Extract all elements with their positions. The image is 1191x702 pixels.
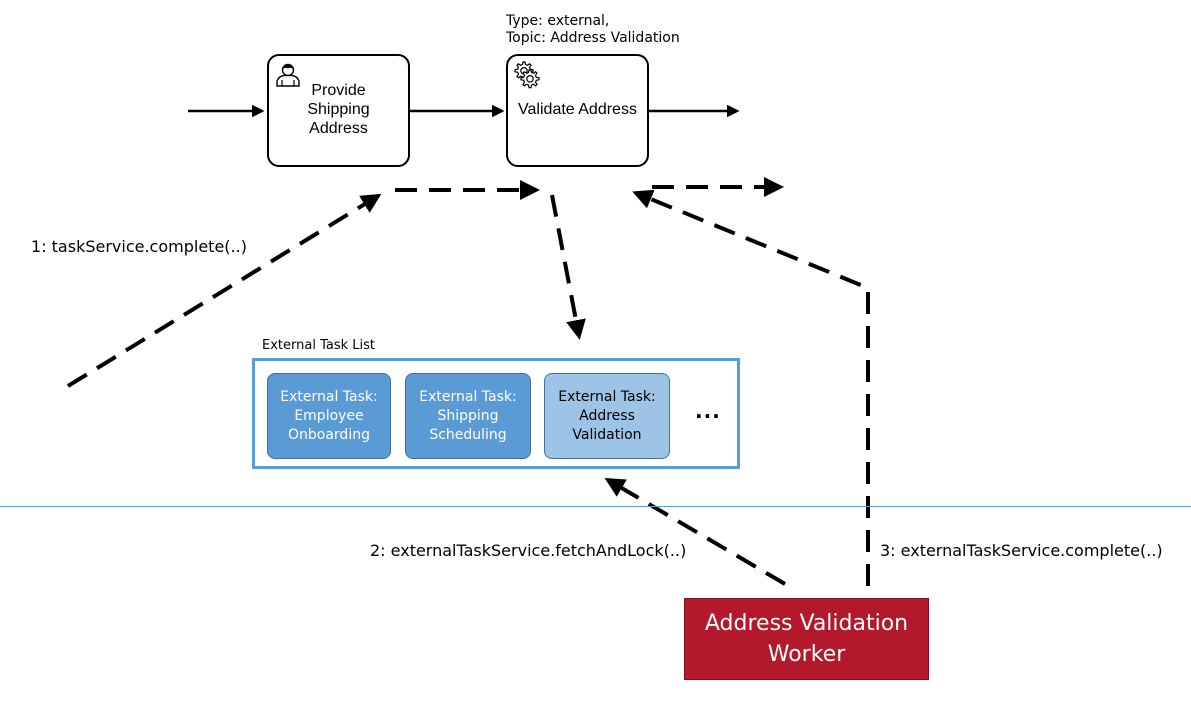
task-validate-address[interactable]: Validate Address [506, 54, 649, 167]
more-indicator: ... [695, 399, 721, 423]
dashed-arrow-step2 [604, 477, 787, 586]
address-validation-worker[interactable]: Address Validation Worker [684, 598, 929, 680]
task-annotation: Type: external, Topic: Address Validatio… [506, 13, 680, 46]
external-task-list-title: External Task List [262, 338, 375, 353]
task-provide-shipping-address[interactable]: Provide Shipping Address [267, 54, 410, 167]
external-task-list: External Task: Employee Onboarding Exter… [252, 358, 740, 469]
call-label-step2: 2: externalTaskService.fetchAndLock(..) [370, 541, 687, 560]
user-icon [276, 63, 300, 87]
dashed-arrow-step1 [66, 193, 382, 388]
call-label-step3: 3: externalTaskService.complete(..) [880, 541, 1163, 560]
gear-icon [514, 61, 540, 89]
task-label: Provide Shipping Address [307, 82, 370, 137]
external-task-item[interactable]: External Task: Shipping Scheduling [405, 373, 531, 459]
divider-line [0, 506, 1191, 507]
dashed-arrow-create-external-task [550, 194, 586, 340]
external-task-item-address-validation[interactable]: External Task: Address Validation [544, 373, 670, 459]
external-task-item[interactable]: External Task: Employee Onboarding [267, 373, 391, 459]
call-label-step1: 1: taskService.complete(..) [31, 237, 247, 256]
task-label: Validate Address [518, 101, 637, 118]
